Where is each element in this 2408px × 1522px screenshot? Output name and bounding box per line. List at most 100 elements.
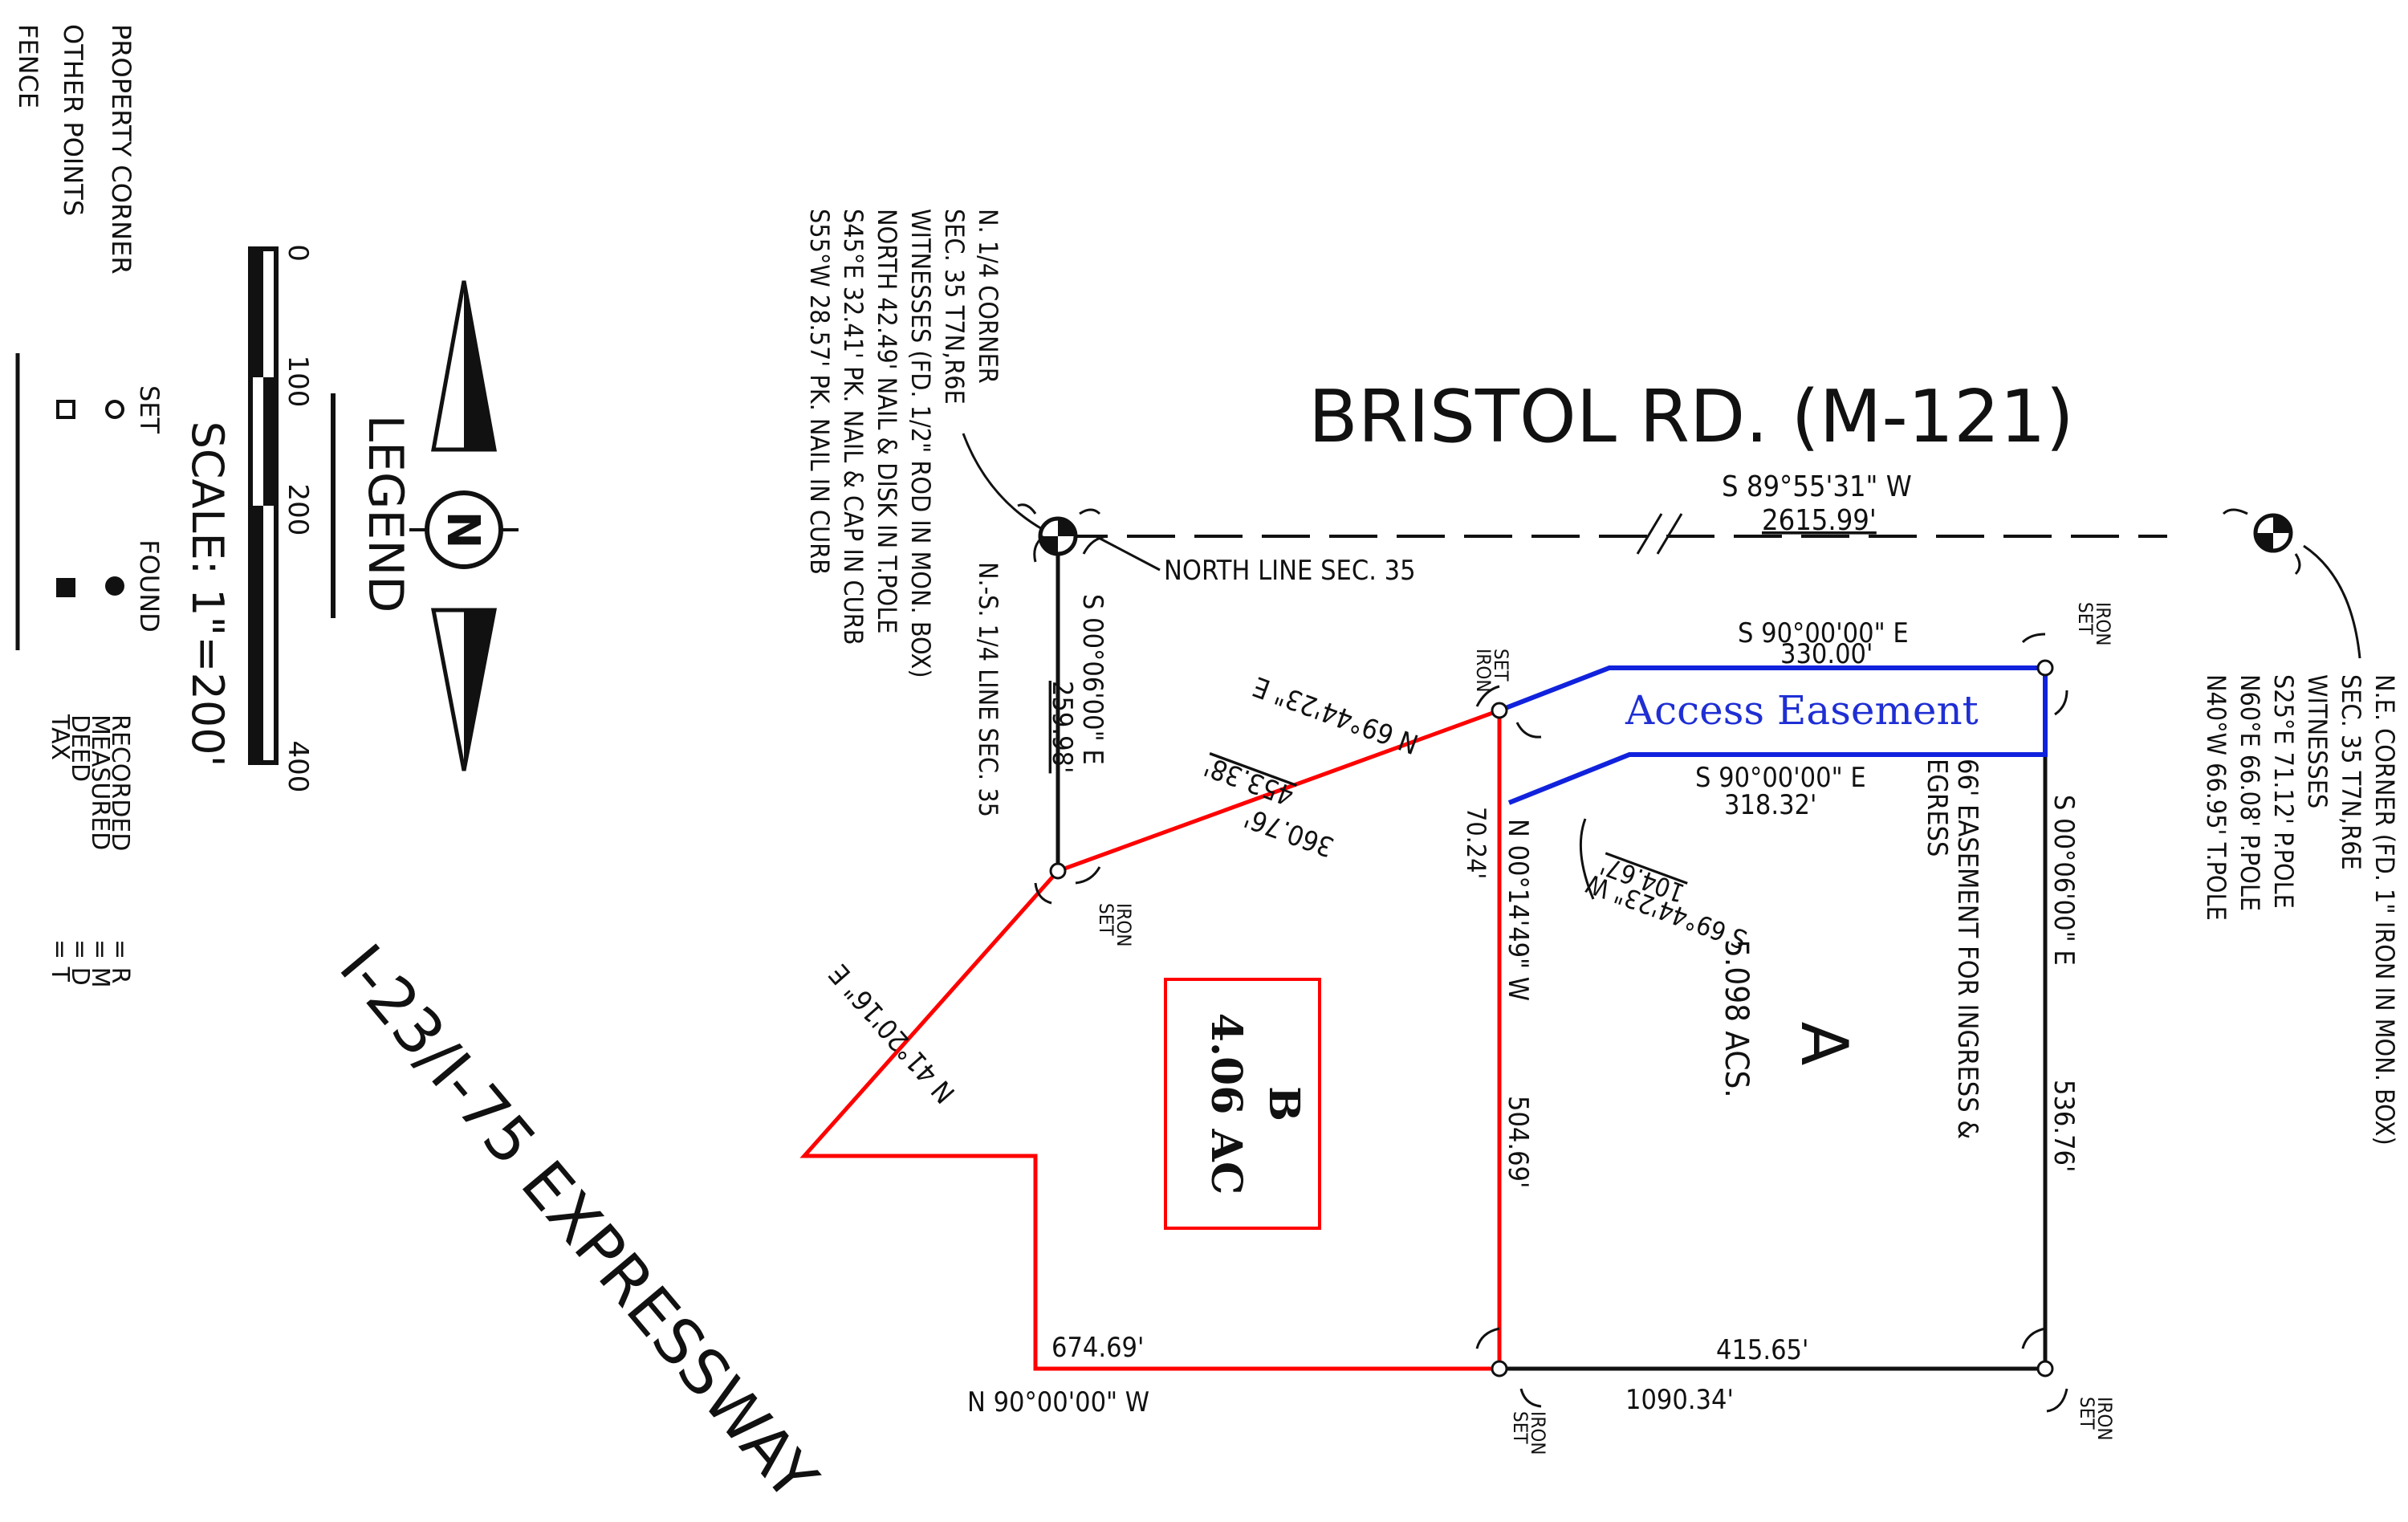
- svg-text:WITNESSES (FD. 1/2" ROD IN MON: WITNESSES (FD. 1/2" ROD IN MON. BOX): [905, 209, 936, 678]
- west-line-bearing: S 00°06'00" E: [1076, 594, 1108, 765]
- legend-code-r: = R: [106, 939, 134, 984]
- legend-title: LEGEND: [357, 415, 413, 613]
- svg-text:= R: = R: [106, 939, 134, 984]
- set-iron-point-north: [1491, 702, 1508, 719]
- easement-line-bearing: S 90°00'00" E: [1695, 762, 1866, 794]
- svg-text:= T: = T: [46, 939, 74, 983]
- scale-bar: [248, 246, 279, 765]
- svg-text:N 41°20'16" E: N 41°20'16" E: [823, 958, 962, 1109]
- set-iron-point-ne: [2036, 659, 2054, 677]
- set-iron-point-south: [1491, 1360, 1508, 1378]
- svg-text:N40°W 66.95' T.POLE: N40°W 66.95' T.POLE: [2201, 674, 2231, 921]
- svg-text:SET: SET: [1095, 903, 1117, 936]
- legend-set-corner-symbol: [105, 400, 124, 419]
- svg-text:NORTH 42.49' NAIL & DISK IN T.: NORTH 42.49' NAIL & DISK IN T.POLE: [872, 209, 902, 633]
- legend-scale-text: SCALE: 1"=200': [182, 421, 233, 767]
- south-line-bearing: N 90°00'00" W: [967, 1386, 1149, 1418]
- svg-text:N.-S. 1/4 LINE SEC. 35: N.-S. 1/4 LINE SEC. 35: [973, 562, 1003, 817]
- svg-text:B: B: [1259, 1086, 1308, 1121]
- svg-text:SET: SET: [1490, 649, 1512, 682]
- south-line-total-distance: 1090.34': [1625, 1384, 1734, 1416]
- set-iron-label-west: SET IRON: [1095, 903, 1135, 947]
- scale-tick-0: 0: [282, 244, 314, 262]
- south-line-b-distance: 674.69': [1051, 1332, 1144, 1364]
- svg-text:4.06 AC: 4.06 AC: [1202, 1013, 1251, 1194]
- svg-text:0: 0: [282, 244, 314, 262]
- south-line-a-distance: 415.65': [1716, 1334, 1808, 1366]
- scale-tick-200: 200: [282, 484, 314, 536]
- svg-text:360.76': 360.76': [1240, 801, 1338, 863]
- expressway-line-bearing: N 41°20'16" E: [823, 958, 962, 1109]
- svg-text:A: A: [1787, 1022, 1861, 1066]
- parcel-a-area: 5.098 ACS.: [1718, 939, 1755, 1098]
- svg-text:PROPERTY CORNER: PROPERTY CORNER: [106, 24, 136, 275]
- ne-corner-note: N.E. CORNER (FD. 1" IRON IN MON. BOX) SE…: [2201, 674, 2400, 1146]
- svg-text:IRON: IRON: [1472, 649, 1495, 693]
- svg-text:IRON: IRON: [1527, 1411, 1549, 1455]
- svg-text:N60°E 66.08' P.POLE: N60°E 66.08' P.POLE: [2235, 674, 2265, 911]
- legend-row-fence: FENCE: [13, 24, 43, 108]
- svg-text:SET: SET: [2076, 1397, 2098, 1430]
- svg-text:N. 1/4 CORNER: N. 1/4 CORNER: [973, 209, 1003, 384]
- svg-text:5.098 ACS.: 5.098 ACS.: [1718, 939, 1755, 1098]
- east-line-distance: 536.76': [2048, 1080, 2080, 1172]
- svg-text:400: 400: [282, 741, 314, 793]
- mid-line-distance: 504.69': [1502, 1096, 1534, 1188]
- svg-text:N 00°14'49" W: N 00°14'49" W: [1502, 819, 1534, 1001]
- scale-tick-100: 100: [282, 356, 314, 408]
- legend-found-corner-symbol: [105, 576, 124, 596]
- svg-text:N: N: [437, 511, 489, 549]
- diag-line-bearing: N 69°44'23" E: [1249, 669, 1423, 759]
- parcel-b-area: 4.06 AC: [1202, 1013, 1251, 1194]
- easement-short-distance: 70.24': [1461, 807, 1491, 879]
- parcel-b-letter: B: [1259, 1086, 1308, 1121]
- ns-quarter-line-label: N.-S. 1/4 LINE SEC. 35: [973, 562, 1003, 817]
- svg-text:RECORDED: RECORDED: [106, 714, 134, 851]
- svg-text:SEC. 35 T7N,R6E: SEC. 35 T7N,R6E: [939, 209, 970, 405]
- legend-col-set: SET: [134, 385, 165, 434]
- north-line-bearing: S 89°55'31" W: [1722, 470, 1912, 503]
- legend-set-point-symbol: [56, 400, 75, 419]
- north-line-distance: 2615.99': [1762, 504, 1877, 537]
- diag-line-partial: 360.76': [1240, 801, 1338, 863]
- svg-text:S55°W 28.57' PK. NAIL IN CURB: S55°W 28.57' PK. NAIL IN CURB: [804, 209, 835, 575]
- angle-arrow-icons: [1017, 503, 2301, 1413]
- top-line-bearing: S 90°00'00" E: [1738, 617, 1909, 649]
- legend-row-other-points: OTHER POINTS: [58, 24, 88, 216]
- svg-text:200: 200: [282, 484, 314, 536]
- svg-text:EGRESS: EGRESS: [1921, 759, 1953, 857]
- legend-col-found: FOUND: [134, 539, 165, 633]
- svg-text:504.69': 504.69': [1502, 1096, 1534, 1188]
- set-iron-label-se: SET IRON: [2076, 1397, 2116, 1441]
- north-line-label: NORTH LINE SEC. 35: [1164, 555, 1416, 587]
- svg-text:= M: = M: [86, 939, 114, 988]
- access-easement-outline: [1498, 665, 2048, 805]
- ne-corner-symbol: [2253, 513, 2293, 553]
- svg-text:LEGEND: LEGEND: [357, 415, 413, 613]
- break-mark-1: [1636, 513, 1663, 555]
- set-iron-label-ne: SET IRON: [2074, 602, 2114, 646]
- west-line-distance: 259.98': [1046, 681, 1078, 773]
- svg-text:S 00°06'00" E: S 00°06'00" E: [1076, 594, 1108, 765]
- svg-text:SEC. 35 T7N,R6E: SEC. 35 T7N,R6E: [2336, 674, 2366, 870]
- n-quarter-corner-note: N. 1/4 CORNER SEC. 35 T7N,R6E WITNESSES …: [804, 209, 1003, 678]
- svg-text:N 69°44'23" E: N 69°44'23" E: [1249, 669, 1423, 759]
- svg-text:N.E. CORNER (FD. 1" IRON IN MO: N.E. CORNER (FD. 1" IRON IN MON. BOX): [2369, 674, 2400, 1146]
- break-mark-2: [1656, 513, 1683, 555]
- svg-text:SET: SET: [134, 385, 165, 434]
- svg-text:S45°E 32.41' PK. NAIL & CAP IN: S45°E 32.41' PK. NAIL & CAP IN CURB: [838, 209, 868, 645]
- svg-text:IRON: IRON: [1112, 903, 1135, 947]
- set-iron-point-se: [2036, 1360, 2054, 1378]
- easement-line-distance: 318.32': [1724, 789, 1816, 821]
- svg-text:536.76': 536.76': [2048, 1080, 2080, 1172]
- n-quarter-leader: [962, 433, 1044, 531]
- legend-abbrev-measured: MEASURED: [86, 714, 114, 850]
- legend-abbrev-tax: TAX: [46, 714, 74, 760]
- svg-text:SCALE: 1"=200': SCALE: 1"=200': [182, 421, 233, 767]
- svg-text:DEED: DEED: [66, 714, 94, 782]
- easement-66-note: 66' EASEMENT FOR INGRESS & EGRESS: [1921, 759, 1983, 1139]
- svg-text:IRON: IRON: [2093, 1397, 2116, 1441]
- legend-abbrev-recorded: RECORDED: [106, 714, 134, 851]
- svg-text:FENCE: FENCE: [13, 24, 43, 108]
